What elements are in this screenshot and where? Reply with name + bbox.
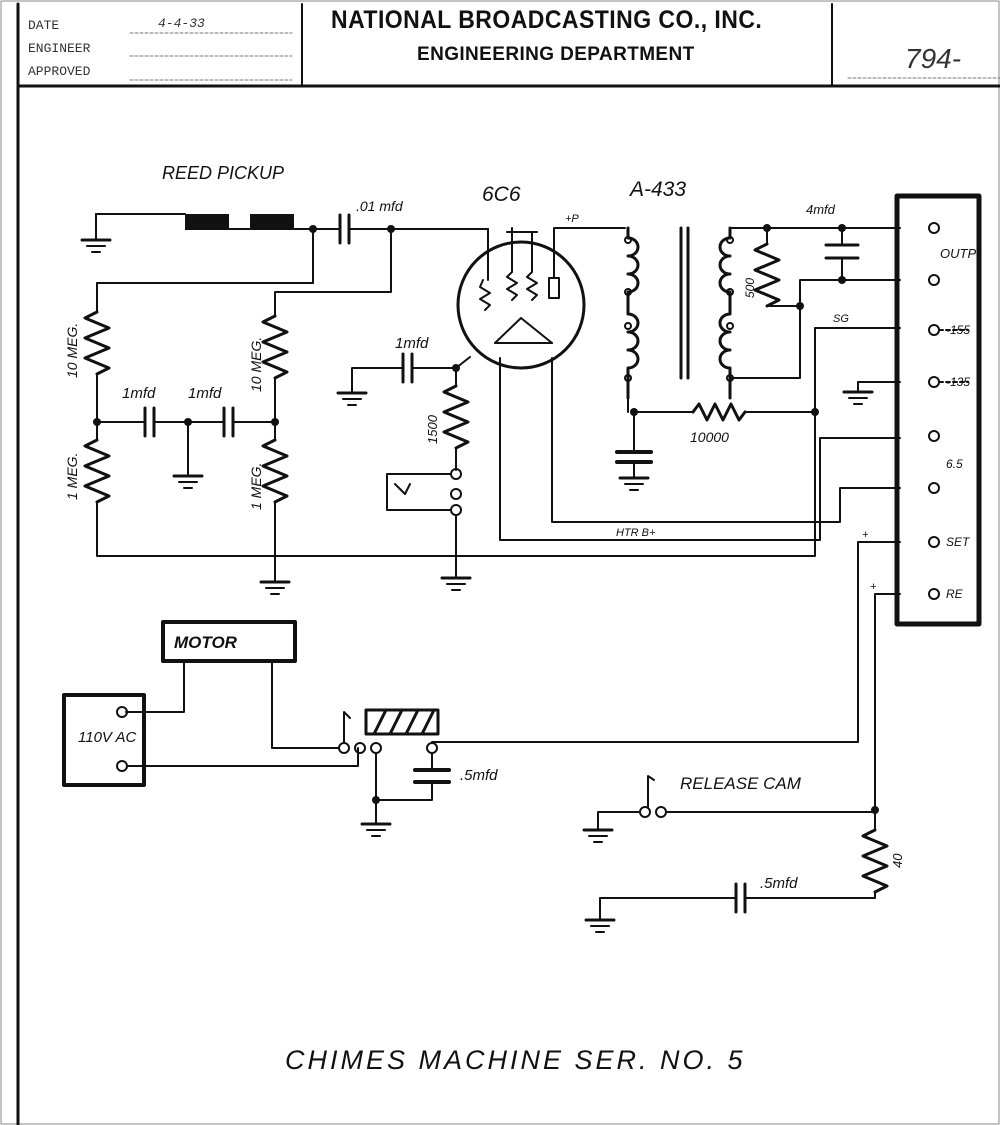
label-screen-tag: SG	[833, 313, 849, 325]
label-res-secondary: 500	[743, 278, 757, 298]
label-plate-tag: +P	[565, 213, 579, 225]
approved-label: APPROVED	[28, 64, 91, 79]
resistor-secondary-500	[753, 242, 781, 308]
resistor-1meg-mid	[261, 438, 289, 504]
label-cap-relay: .5mfd	[460, 767, 498, 784]
department-name: ENGINEERING DEPARTMENT	[417, 44, 695, 65]
label-reed-pickup: REED PICKUP	[162, 163, 284, 183]
capacitor-output-4mfd	[824, 243, 860, 260]
label-res-mid-top: 10 MEG.	[248, 337, 264, 392]
label-cap-mid1: 1mfd	[122, 385, 156, 402]
label-res-left-bot: 1 MEG.	[64, 453, 80, 500]
transformer-a433	[624, 226, 734, 400]
label-term-4: -135	[946, 375, 970, 389]
filter-capacitor	[615, 450, 653, 464]
capacitor-coupling	[338, 213, 351, 245]
reed-pickup	[95, 213, 314, 241]
ground-symbol	[172, 474, 204, 489]
resistor-10000	[691, 402, 747, 422]
capacitor-1mfd-b	[222, 406, 235, 438]
ground-symbol	[360, 822, 392, 837]
ground-symbol	[259, 580, 291, 595]
label-cap-coupling: .01 mfd	[356, 198, 404, 214]
label-release-cam: RELEASE CAM	[680, 774, 802, 793]
vacuum-tube-6c6	[456, 227, 586, 370]
label-term-3: -155	[946, 323, 970, 337]
resistor-1meg-left	[83, 438, 111, 504]
label-wire-tag-2: +	[870, 581, 877, 593]
capacitor-grid-1mfd	[401, 352, 414, 384]
label-cap-output: 4mfd	[806, 202, 836, 217]
label-res-mid-bot: 1 MEG.	[248, 463, 264, 510]
resistor-release-40	[861, 828, 889, 894]
resistor-cathode-1500	[442, 384, 470, 450]
relay-coil	[364, 708, 440, 736]
label-output: OUTP	[940, 246, 976, 261]
label-cap-grid: 1mfd	[395, 335, 429, 352]
ground-symbol	[584, 918, 616, 933]
label-res-cathode: 1500	[425, 414, 440, 444]
motor-box	[161, 620, 297, 663]
label-power: 110V AC	[78, 729, 137, 746]
label-wire-tag-1: +	[862, 529, 869, 541]
release-cam-switch	[639, 775, 667, 818]
jack-switch	[386, 468, 462, 516]
ground-symbol	[440, 576, 472, 591]
resistor-10meg-left	[83, 310, 111, 376]
label-cap-release: .5mfd	[760, 875, 798, 892]
ground-symbol	[80, 238, 112, 253]
ground-symbol	[842, 390, 874, 405]
label-term-5: 6.5	[946, 457, 963, 471]
label-res-left-top: 10 MEG.	[64, 323, 80, 378]
label-term-7: SET	[946, 535, 971, 549]
label-res-plate: 10000	[690, 429, 729, 445]
date-value: 4-4-33	[158, 16, 205, 31]
capacitor-relay	[413, 768, 451, 784]
ground-symbol	[336, 391, 368, 406]
label-cap-mid2: 1mfd	[188, 385, 222, 402]
organization-name: NATIONAL BROADCASTING CO., INC.	[331, 6, 763, 34]
label-res-release: 40	[890, 853, 905, 868]
drawing-title: CHIMES MACHINE SER. NO. 5	[285, 1045, 746, 1075]
label-motor: MOTOR	[174, 633, 238, 652]
capacitor-1mfd-a	[143, 406, 156, 438]
date-label: DATE	[28, 18, 60, 33]
drawing-number: 794-	[905, 43, 962, 74]
engineer-label: ENGINEER	[28, 41, 91, 56]
ground-symbol	[582, 828, 614, 843]
terminal-strip	[894, 193, 982, 627]
ground-symbol	[618, 476, 650, 491]
resistor-10meg-mid	[261, 314, 289, 380]
label-htr-bus: HTR B+	[616, 527, 656, 539]
capacitor-release	[734, 882, 747, 914]
label-term-8: RE	[946, 587, 964, 601]
label-tube: 6C6	[482, 183, 521, 206]
label-transformer: A-433	[628, 178, 686, 201]
